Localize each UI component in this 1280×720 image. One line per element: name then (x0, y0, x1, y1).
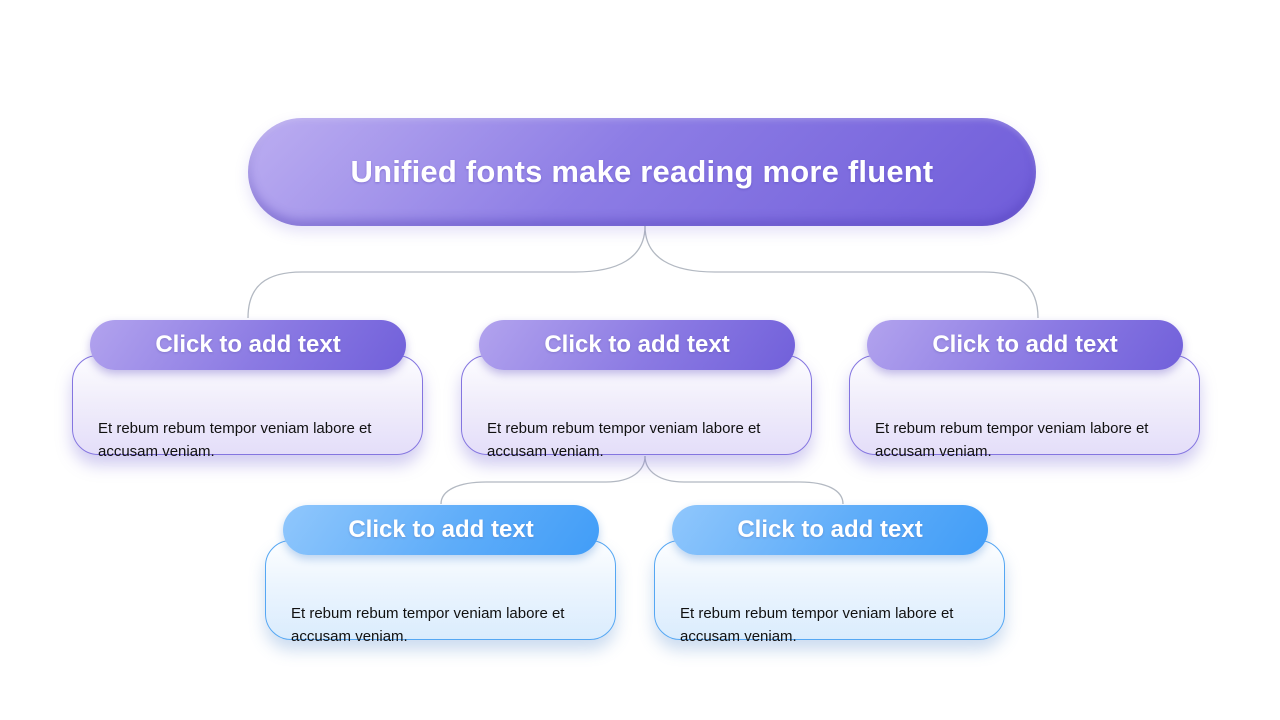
child-node-1-body-card[interactable]: Et rebum rebum tempor veniam labore et a… (72, 355, 423, 460)
connector-root-to-child-1 (247, 225, 646, 319)
grandchild-node-1-body-card[interactable]: Et rebum rebum tempor veniam labore et a… (265, 540, 616, 645)
grandchild-node-1-body-text: Et rebum rebum tempor veniam labore et a… (291, 605, 565, 645)
child-node-3-body-card[interactable]: Et rebum rebum tempor veniam labore et a… (849, 355, 1200, 460)
child-node-2-body-text: Et rebum rebum tempor veniam labore et a… (487, 420, 761, 460)
child-node-2: Et rebum rebum tempor veniam labore et a… (461, 320, 814, 460)
child-node-3-heading-text: Click to add text (932, 331, 1118, 358)
child-node-1-heading-pill[interactable]: Click to add text (90, 320, 406, 370)
grandchild-node-1-heading-text: Click to add text (348, 516, 534, 543)
child-node-1-body-text: Et rebum rebum tempor veniam labore et a… (98, 420, 372, 460)
child-node-2-heading-text: Click to add text (544, 331, 730, 358)
root-node[interactable]: Unified fonts make reading more fluent (248, 118, 1036, 226)
child-node-2-heading-pill[interactable]: Click to add text (479, 320, 795, 370)
connector-child2-to-grandchild-1 (440, 455, 646, 505)
child-node-3: Et rebum rebum tempor veniam labore et a… (849, 320, 1202, 460)
connector-root-to-child-3 (644, 225, 1039, 319)
child-node-3-heading-pill[interactable]: Click to add text (867, 320, 1183, 370)
grandchild-node-2-body-text: Et rebum rebum tempor veniam labore et a… (680, 605, 954, 645)
grandchild-node-2-body-card[interactable]: Et rebum rebum tempor veniam labore et a… (654, 540, 1005, 645)
child-node-3-body-text: Et rebum rebum tempor veniam labore et a… (875, 420, 1149, 460)
child-node-1: Et rebum rebum tempor veniam labore et a… (72, 320, 425, 460)
child-node-1-heading-text: Click to add text (155, 331, 341, 358)
grandchild-node-1: Et rebum rebum tempor veniam labore et a… (265, 505, 618, 645)
root-node-title: Unified fonts make reading more fluent (350, 154, 934, 189)
grandchild-node-2-heading-text: Click to add text (737, 516, 923, 543)
grandchild-node-2-heading-pill[interactable]: Click to add text (672, 505, 988, 555)
connector-child2-to-grandchild-2 (644, 455, 844, 505)
child-node-2-body-card[interactable]: Et rebum rebum tempor veniam labore et a… (461, 355, 812, 460)
grandchild-node-1-heading-pill[interactable]: Click to add text (283, 505, 599, 555)
grandchild-node-2: Et rebum rebum tempor veniam labore et a… (654, 505, 1007, 645)
